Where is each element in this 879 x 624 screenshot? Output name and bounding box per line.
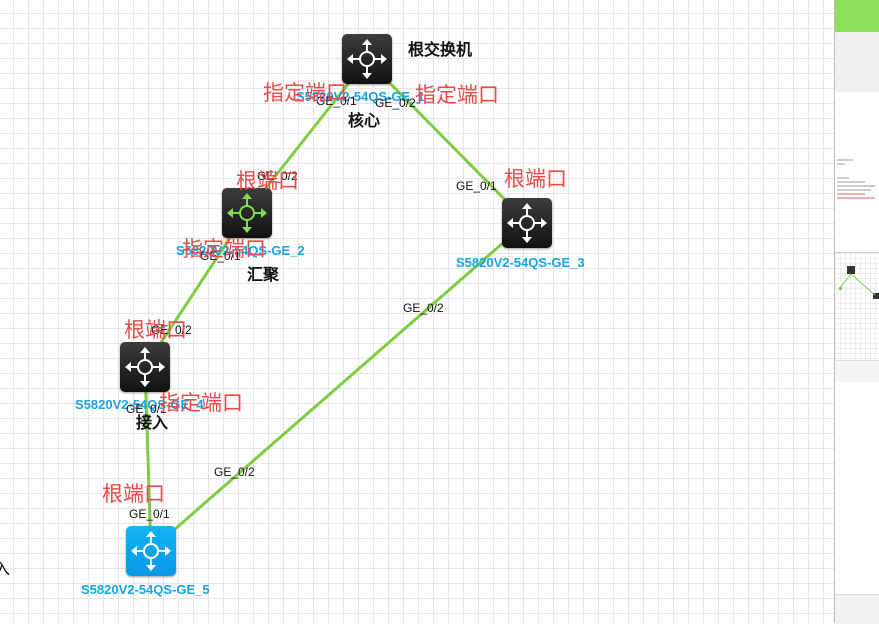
port-label-sw5-ge01: GE_0/1 [129, 507, 170, 521]
annotation-agg-bottom: 指定端口 [182, 237, 266, 261]
switch-arrows-icon [125, 347, 165, 387]
port-label-sw3-ge02: GE_0/2 [403, 301, 444, 315]
link-core-sw3[interactable] [365, 58, 529, 224]
port-label-access-ge02: GE_0/2 [151, 323, 192, 337]
sw3-device-name: S5820V2-54QS-GE_3 [456, 255, 585, 270]
switch-3-icon[interactable] [502, 198, 552, 248]
switch-arrows-icon [507, 203, 547, 243]
log-lines-graphic [837, 159, 875, 199]
agg-alias-label: 汇聚 [247, 265, 280, 284]
agg-device-name: S5820V2-54QS-GE_2 [176, 243, 305, 258]
switch-agg-icon[interactable] [222, 188, 272, 238]
annotation-access-top: 根端口 [124, 318, 187, 342]
port-label-agg-ge01: GE_0/1 [200, 249, 241, 263]
port-label-core-ge02: GE_0/2 [375, 96, 416, 110]
annotation-access-bottom: 指定端口 [159, 391, 243, 415]
switch-access-icon[interactable] [120, 342, 170, 392]
panel-toolbar-strip [835, 32, 879, 93]
annotation-core-right: 指定端口 [415, 83, 499, 107]
access-device-name: S5820V2-54QS-GE_4 [75, 397, 204, 412]
panel-minimap[interactable] [835, 252, 879, 361]
core-device-name: S5820V2-54QS-GE_1 [296, 89, 425, 104]
core-alias-label: 核心 [348, 111, 381, 130]
panel-tab-strip[interactable] [835, 360, 879, 383]
switch-core-icon[interactable] [342, 34, 392, 84]
right-panel [835, 0, 879, 624]
port-label-agg-ge02: GE_0/2 [257, 169, 298, 183]
sw5-device-name: S5820V2-54QS-GE_5 [81, 582, 210, 597]
annotation-core-left: 指定端口 [263, 81, 347, 105]
link-core-agg[interactable] [245, 59, 369, 213]
annotation-sw3-top: 根端口 [504, 167, 567, 191]
port-label-sw5-ge02: GE_0/2 [214, 465, 255, 479]
clipped-edge-text: 入 [0, 559, 11, 578]
minimap-graphic [838, 266, 879, 299]
port-label-sw3-ge01: GE_0/1 [456, 179, 497, 193]
panel-footer [835, 594, 879, 624]
topology-canvas[interactable]: 根交换机 S5820V2-54QS-GE_1 核心 S5820V2-54QS-G… [0, 0, 834, 623]
switch-5-icon[interactable] [126, 526, 176, 576]
port-label-access-ge01: GE_0/1 [126, 402, 167, 416]
panel-header-bar[interactable] [835, 0, 879, 32]
core-title-label: 根交换机 [408, 40, 473, 59]
port-label-core-ge01: GE_0/1 [316, 94, 357, 108]
link-sw3-sw5[interactable] [150, 220, 528, 552]
annotation-agg-top: 根端口 [236, 169, 299, 193]
switch-arrows-icon [347, 39, 387, 79]
panel-log-preview [835, 92, 879, 252]
annotation-sw5-top: 根端口 [102, 482, 165, 506]
link-access-sw5[interactable] [143, 366, 153, 551]
switch-arrows-icon [227, 193, 267, 233]
panel-divider[interactable] [834, 0, 835, 623]
access-alias-label: 接入 [136, 413, 169, 432]
switch-arrows-icon [131, 531, 171, 571]
panel-properties [835, 382, 879, 594]
